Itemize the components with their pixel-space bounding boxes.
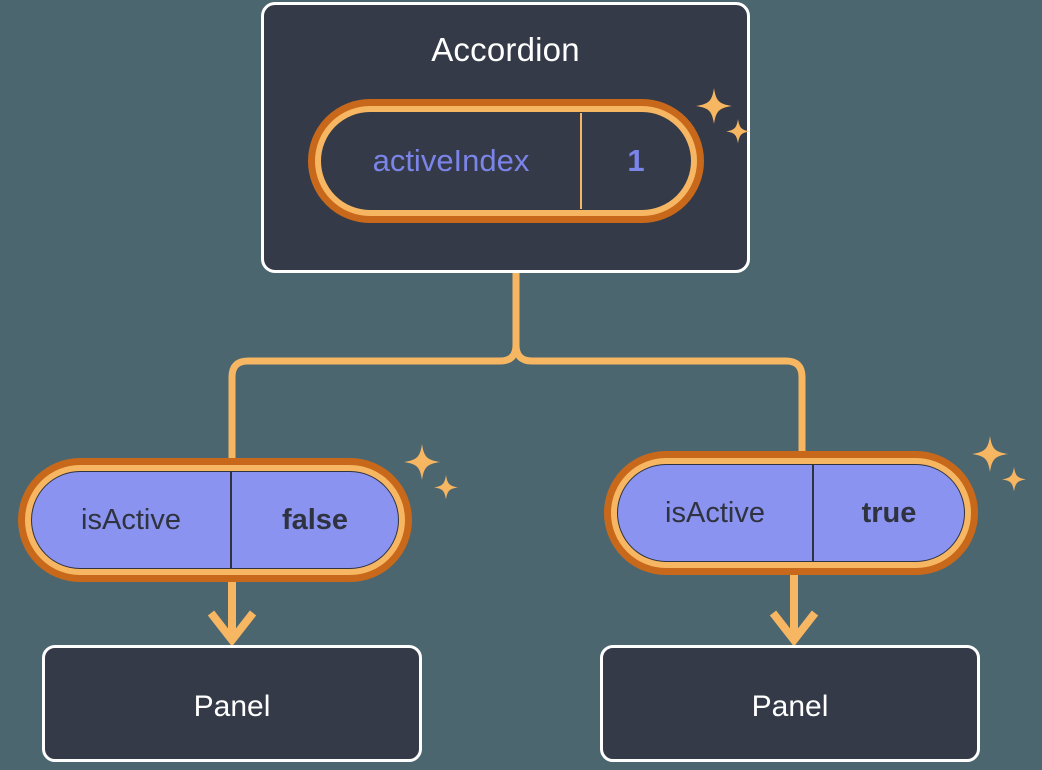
state-key-label: isActive bbox=[81, 503, 181, 536]
arrow-down-left bbox=[207, 582, 257, 647]
arrow-down-right bbox=[769, 575, 819, 647]
state-value-label: false bbox=[230, 472, 398, 568]
state-value-label: true bbox=[812, 465, 964, 561]
state-pill-inner: isActive false bbox=[31, 471, 399, 569]
state-pill-inner: isActive true bbox=[617, 464, 965, 562]
state-value-label: 1 bbox=[580, 113, 690, 209]
state-pill-is-active-true[interactable]: isActive true bbox=[604, 451, 978, 575]
accordion-title: Accordion bbox=[431, 31, 580, 68]
connector-left-branch bbox=[228, 269, 520, 462]
sparkle-four-point-large-icon bbox=[972, 436, 1008, 472]
sparkle-four-point-small-icon bbox=[1002, 467, 1026, 492]
state-pill-inner: activeIndex 1 bbox=[321, 112, 691, 210]
panel-card-right[interactable]: Panel bbox=[600, 645, 980, 762]
panel-label: Panel bbox=[751, 690, 829, 723]
state-pill-is-active-false[interactable]: isActive false bbox=[18, 458, 412, 582]
panel-label: Panel bbox=[193, 690, 271, 723]
panel-card-left[interactable]: Panel bbox=[42, 645, 422, 762]
connector-right-branch bbox=[512, 269, 806, 455]
state-pill-active-index[interactable]: activeIndex 1 bbox=[308, 99, 704, 223]
sparkle-four-point-large-icon bbox=[404, 444, 440, 480]
state-key-label: isActive bbox=[665, 496, 765, 529]
sparkle-four-point-small-icon bbox=[434, 475, 458, 500]
state-key-label: activeIndex bbox=[372, 143, 530, 178]
